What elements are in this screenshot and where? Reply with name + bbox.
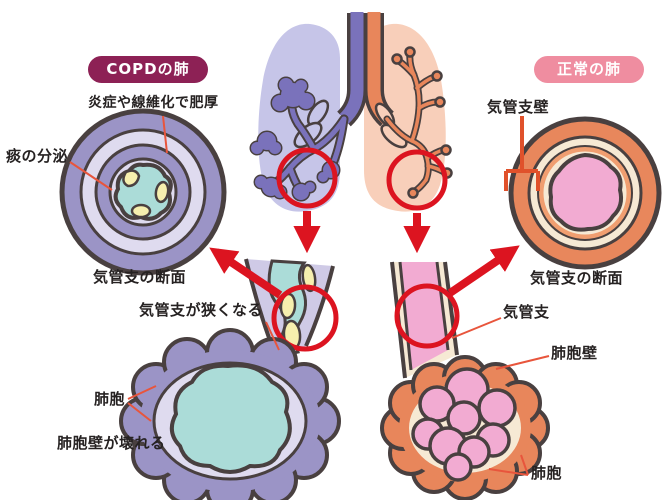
label-thickening: 炎症や線維化で肥厚 [88,95,219,111]
normal-tube-zoom-circle [394,283,460,349]
normal-bronchial-tree [383,46,453,199]
copd-bronchus-cross-section [59,108,227,276]
pointer-lines [69,115,550,476]
label-bronchus: 気管支 [503,303,550,321]
alveoli-sacs [411,367,517,482]
merged-airspace [169,363,292,474]
lungs-illustration [249,12,453,212]
label-normal-alveoli: 肺胞 [531,464,563,482]
normal-bronchus-tube [390,261,459,379]
copd-tube-zoom-circle [271,284,339,352]
normal-alveoli-cluster [380,355,550,500]
copd-bronchial-tree [249,76,349,202]
copd-zoom-arrow [209,247,283,299]
copd-alveoli-blob [119,328,341,500]
mucus-patches [122,169,170,219]
open-airway [548,152,624,232]
label-alveolar-wall: 肺胞壁 [551,344,598,362]
label-narrowing: 気管支が狭くなる [139,301,264,319]
copd-alveoli-clouds [249,76,341,202]
label-bronchial-wall: 気管支壁 [487,98,550,116]
normal-badge: 正常の肺 [534,56,644,83]
normal-zoom-arrow [447,245,520,297]
label-sputum: 痰の分泌 [6,147,69,165]
label-normal-cross-section: 気管支の断面 [530,269,624,287]
copd-zoom-circle [276,147,338,209]
label-copd-cross-section: 気管支の断面 [93,268,187,286]
normal-zoom-circle [386,149,448,211]
copd-badge: COPDの肺 [88,56,208,83]
bronchial-wall-bracket [504,116,540,191]
normal-bronchus-cross-section [508,116,662,270]
label-wall-destroyed: 肺胞壁が壊れる [57,434,166,452]
label-copd-alveoli: 肺胞 [94,390,126,408]
normal-alveoli-tips [391,46,453,199]
